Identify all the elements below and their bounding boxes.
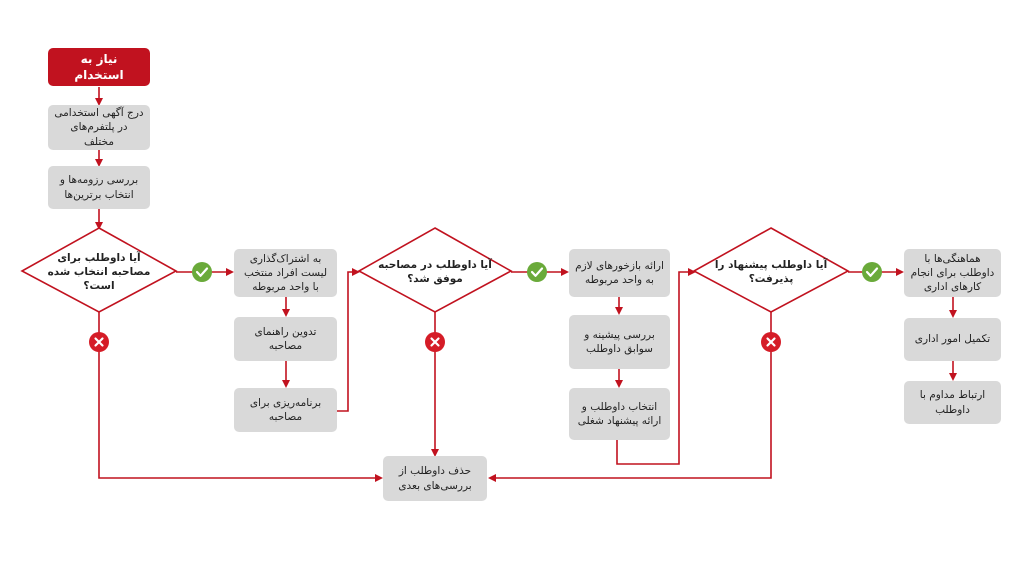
node-background-check: بررسی پیشینه و سوابق داوطلب: [569, 315, 670, 369]
cross-icon: [425, 332, 445, 352]
check-icon: [862, 262, 882, 282]
check-icon: [192, 262, 212, 282]
node-schedule-interview: برنامه‌ریزی برای مصاحبه: [234, 388, 337, 432]
arrow-q3-no: [488, 312, 772, 482]
node-feedback: ارائه بازخورهای لازم به واحد مربوطه: [569, 249, 670, 297]
decision-offer-diamond: [692, 227, 850, 313]
arrow-q1-no: [98, 312, 383, 482]
decision-offer-text: آیا داوطلب پیشنهاد را پذیرفت؟: [714, 258, 828, 285]
node-post-ad: درج آگهی استخدامی در پلتفرم‌های مختلف: [48, 105, 150, 150]
decision-interview-diamond: [357, 227, 513, 313]
decision-selected-text: آیا داوطلب برای مصاحبه انتخاب شده است؟: [47, 251, 151, 293]
cross-icon: [761, 332, 781, 352]
node-offer: انتخاب داوطلب و ارائه پیشنهاد شغلی: [569, 388, 670, 440]
decision-shapes: [20, 227, 850, 313]
node-admin-complete: تکمیل امور اداری: [904, 318, 1001, 361]
decision-interview-text: آیا داوطلب در مصاحبه موفق شد؟: [378, 258, 492, 285]
node-interview-guide: تدوین راهنمای مصاحبه: [234, 317, 337, 361]
check-icon: [527, 262, 547, 282]
node-share-list: به اشتراک‌گذاری لیست افراد منتخب با واحد…: [234, 249, 337, 297]
connectors: [95, 87, 957, 482]
arrow-schedule-to-q2: [337, 268, 360, 412]
node-start: نیاز به استخدام: [48, 48, 150, 86]
arrow-offer-to-q3: [616, 268, 696, 465]
node-ongoing-contact: ارتباط مداوم با داوطلب: [904, 381, 1001, 424]
node-review-resumes: بررسی رزومه‌ها و انتخاب برترین‌ها: [48, 166, 150, 209]
node-coordination: هماهنگی‌ها با داوطلب برای انجام کارهای ا…: [904, 249, 1001, 297]
cross-icon: [89, 332, 109, 352]
decision-selected-diamond: [20, 227, 178, 313]
no-icons: [89, 332, 781, 352]
node-remove-candidate: حذف داوطلب از بررسی‌های بعدی: [383, 456, 487, 501]
yes-icons: [192, 262, 882, 282]
